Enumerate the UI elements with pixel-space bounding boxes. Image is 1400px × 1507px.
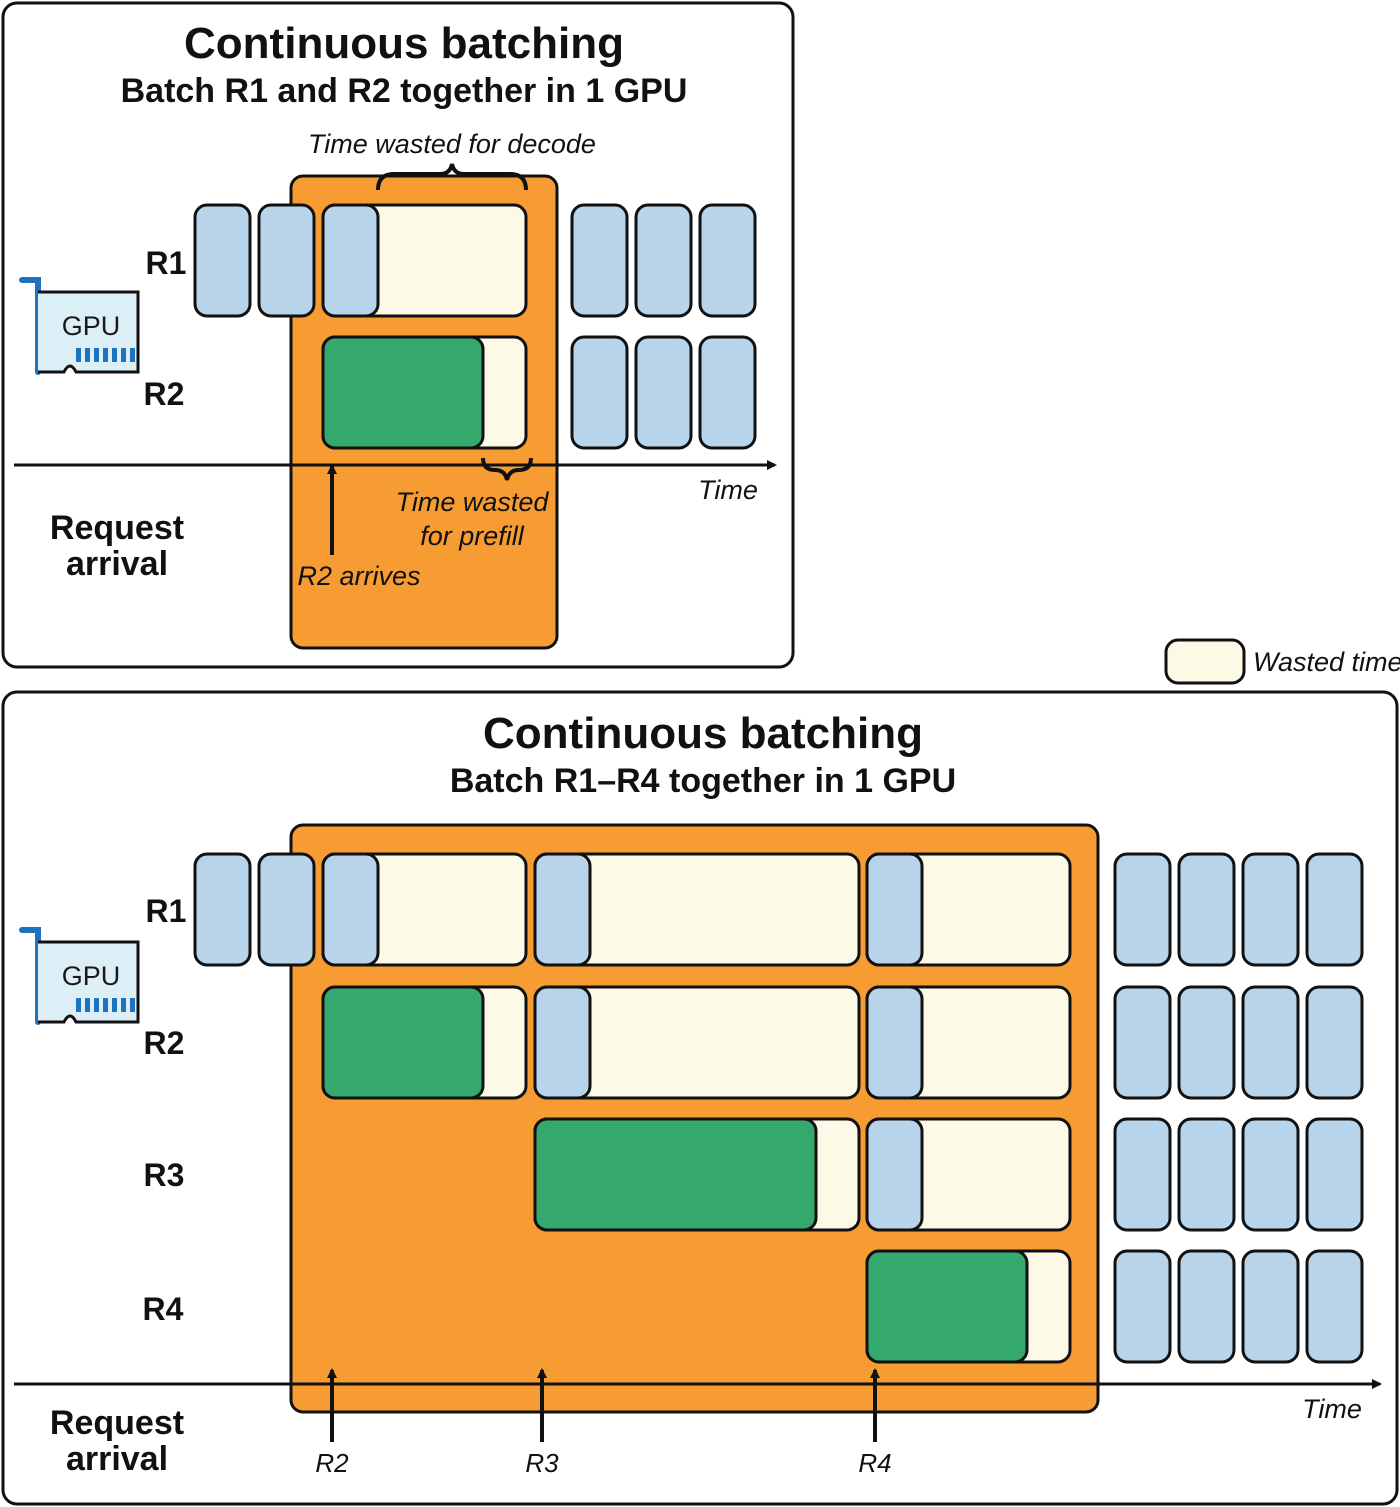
bottom-request-line1: Request (50, 1404, 184, 1442)
bottom-r2-decode-2 (533, 985, 592, 1100)
bottom-r3-post-block-4 (1305, 1117, 1364, 1232)
top-row-label-r2: R2 (144, 376, 185, 412)
bottom-r3-decode-2 (865, 1117, 924, 1232)
top-r1-post-block-3 (698, 203, 757, 318)
bottom-r1-decode-1 (321, 852, 380, 967)
bottom-time-label: Time (1302, 1394, 1362, 1424)
top-subtitle: Batch R1 and R2 together in 1 GPU (121, 72, 688, 110)
bottom-subtitle: Batch R1–R4 together in 1 GPU (450, 762, 956, 800)
bottom-r1-post-block-1 (1113, 852, 1172, 967)
prefill-waste-note-line2: for prefill (420, 521, 525, 551)
bottom-r1-decode-2 (533, 852, 592, 967)
top-r2-post-block-1 (570, 335, 629, 450)
bottom-row-label-r3: R3 (144, 1157, 185, 1193)
top-row-label-r1: R1 (146, 245, 187, 281)
bottom-r1-decode-3 (865, 852, 924, 967)
bottom-r1-post-block-3 (1241, 852, 1300, 967)
gpu-icon: GPU (19, 927, 140, 1025)
top-request-line2: arrival (66, 545, 168, 583)
bottom-r4-post-block-3 (1241, 1249, 1300, 1364)
bottom-arrival-r3: R3 (525, 1448, 559, 1478)
top-r1-pre-block-2 (257, 203, 316, 318)
bottom-row-label-r1: R1 (146, 893, 187, 929)
bottom-r1-pre-block-1 (193, 852, 252, 967)
top-r2-post-block-3 (698, 335, 757, 450)
bottom-r3-post-block-3 (1241, 1117, 1300, 1232)
bottom-r4-post-block-2 (1177, 1249, 1236, 1364)
gpu-label: GPU (62, 961, 121, 991)
bottom-r4-prefill (865, 1249, 1029, 1364)
bottom-r2-post-block-3 (1241, 985, 1300, 1100)
decode-brace (376, 163, 528, 191)
legend-wasted-swatch (1164, 638, 1246, 685)
legend: Wasted time (1164, 638, 1400, 685)
top-title: Continuous batching (184, 19, 624, 68)
bottom-request-line2: arrival (66, 1440, 168, 1478)
bottom-r3-post-block-2 (1177, 1117, 1236, 1232)
bottom-r1-post-block-2 (1177, 852, 1236, 967)
bottom-r2-post-block-4 (1305, 985, 1364, 1100)
top-r1-post-block-1 (570, 203, 629, 318)
bottom-r1-post-block-4 (1305, 852, 1364, 967)
bottom-r2-decode-3 (865, 985, 924, 1100)
bottom-r4-post-block-1 (1113, 1249, 1172, 1364)
bottom-r3-post-block-1 (1113, 1117, 1172, 1232)
decode-waste-note: Time wasted for decode (308, 129, 596, 159)
top-r2-prefill-block (321, 335, 485, 450)
gpu-label: GPU (62, 311, 121, 341)
bottom-title: Continuous batching (483, 709, 923, 758)
top-panel: Continuous batching Batch R1 and R2 toge… (1, 1, 795, 669)
bottom-panel: Continuous batching Batch R1–R4 together… (1, 690, 1399, 1506)
top-time-label: Time (698, 475, 758, 505)
prefill-brace (481, 457, 533, 481)
bottom-r3-prefill (533, 1117, 818, 1232)
bottom-arrival-r2: R2 (315, 1448, 349, 1478)
prefill-waste-note-line1: Time wasted (396, 487, 550, 517)
bottom-arrival-r4: R4 (858, 1448, 891, 1478)
bottom-r1-pre-block-2 (257, 852, 316, 967)
bottom-r2-post-block-2 (1177, 985, 1236, 1100)
bottom-r2-prefill (321, 985, 485, 1100)
bottom-row-label-r2: R2 (144, 1025, 185, 1061)
top-r1-decode-block (321, 203, 380, 318)
top-r1-post-block-2 (634, 203, 693, 318)
legend-label: Wasted time (1253, 647, 1400, 677)
bottom-row-label-r4: R4 (143, 1291, 184, 1327)
top-r1-pre-block-1 (193, 203, 252, 318)
bottom-r4-post-block-4 (1305, 1249, 1364, 1364)
gpu-icon: GPU (19, 277, 140, 375)
top-r2-post-block-2 (634, 335, 693, 450)
top-request-line1: Request (50, 509, 184, 547)
r2-arrives-note: R2 arrives (297, 561, 420, 591)
bottom-r2-post-block-1 (1113, 985, 1172, 1100)
